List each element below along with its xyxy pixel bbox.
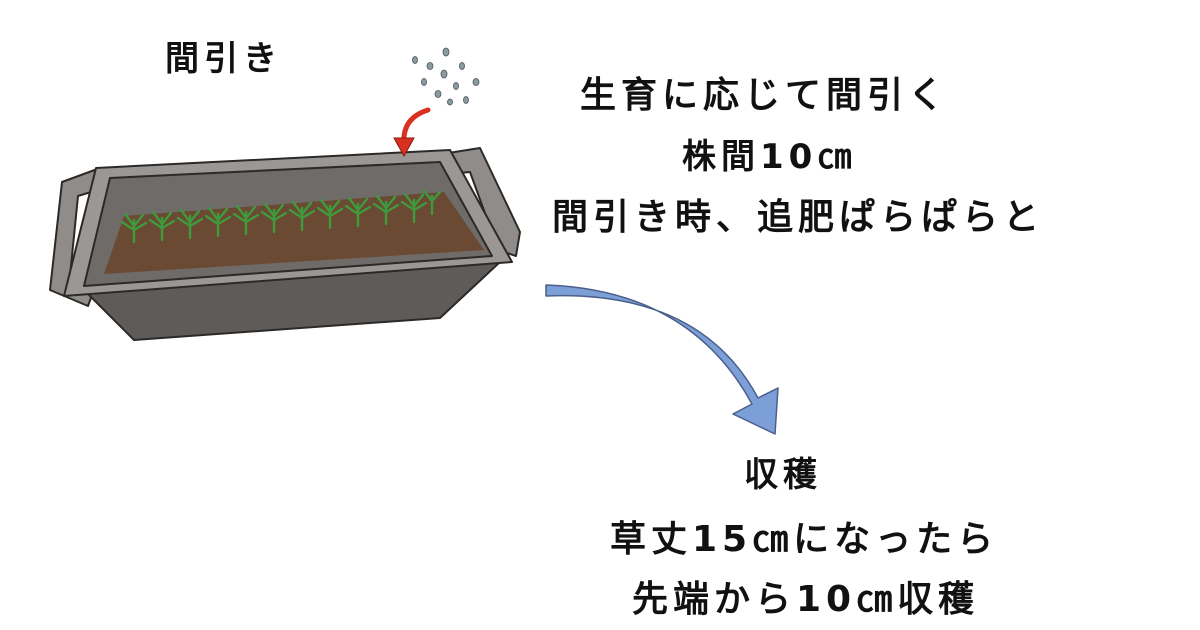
seedling (422, 189, 442, 216)
seedling (288, 200, 316, 232)
fertilizer-granule (463, 96, 469, 104)
seedling (120, 212, 148, 244)
fertilizer-granule (472, 78, 480, 86)
fertilizer-granules (412, 47, 480, 106)
harvest-note-1: 草丈15㎝になったら (610, 519, 999, 560)
fertilizer-granule (412, 56, 418, 64)
seedling (316, 198, 344, 230)
seedling (400, 192, 428, 224)
step-title-harvest: 収穫 (744, 455, 822, 495)
fertilizer-granule (447, 98, 453, 106)
step-title-thinning: 間引き (165, 39, 282, 79)
thinning-note-1: 生育に応じて間引く (580, 75, 950, 116)
thinning-note-3: 間引き時、追肥ぱらぱらと (552, 197, 1045, 238)
red-arrow-icon (393, 107, 431, 158)
fertilizer-granule (421, 78, 427, 86)
seedling (204, 206, 232, 238)
seedling (260, 202, 288, 234)
planter-illustration (49, 147, 521, 341)
fertilizer-granule (434, 90, 442, 98)
seedling (232, 204, 260, 236)
thinning-note-2: 株間10㎝ (682, 137, 857, 177)
seedling (344, 196, 372, 228)
seedling (148, 210, 176, 242)
flow-arrow-icon (545, 284, 779, 435)
seedling (176, 208, 204, 240)
fertilizer-granule (442, 47, 450, 57)
fertilizer-granule (426, 62, 434, 70)
fertilizer-granule (453, 82, 459, 90)
fertilizer-granule (440, 69, 448, 79)
harvest-note-2: 先端から10㎝収穫 (632, 579, 980, 620)
seedlings-row (120, 189, 442, 244)
fertilizer-granule (459, 62, 465, 70)
seedling (372, 194, 400, 226)
